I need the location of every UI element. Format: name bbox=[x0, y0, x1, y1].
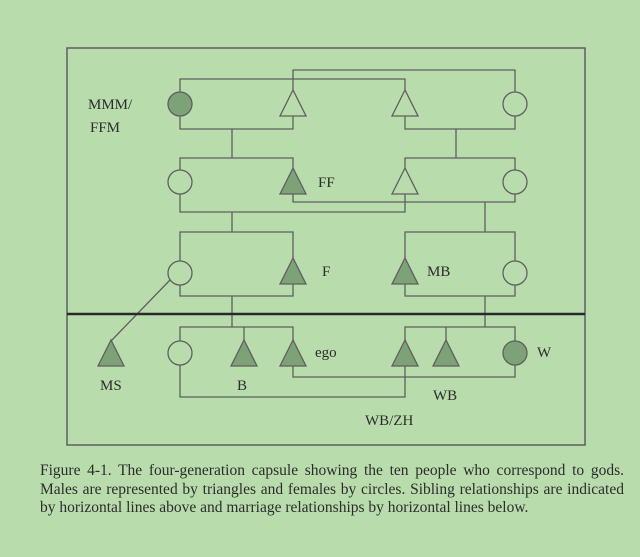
g3-sibling-line bbox=[179, 231, 294, 261]
figure-caption: Figure 4-1. The four-generation capsule … bbox=[40, 462, 624, 516]
kinship-lines bbox=[110, 69, 516, 398]
label-ffm: FFM bbox=[90, 120, 120, 136]
label-ms: MS bbox=[100, 378, 122, 394]
g3-marriage-line bbox=[179, 282, 294, 297]
circle-mmm-ffm bbox=[167, 91, 193, 117]
circle-g3-left bbox=[167, 260, 193, 286]
circle-g1-right bbox=[502, 91, 528, 117]
triangle-ff bbox=[278, 166, 308, 195]
triangle-mb bbox=[390, 256, 420, 285]
circle-w bbox=[502, 340, 528, 366]
label-b: B bbox=[237, 378, 247, 394]
label-wb: WB bbox=[433, 388, 457, 404]
circle-g2-right bbox=[502, 169, 528, 195]
label-w: W bbox=[537, 345, 552, 361]
triangle-f bbox=[278, 256, 308, 285]
g1-sibling-line-right bbox=[292, 69, 516, 104]
label-ff: FF bbox=[318, 175, 335, 191]
circle-g2-left bbox=[167, 169, 193, 195]
label-wb-zh: WB/ZH bbox=[365, 413, 413, 429]
triangle-wb-zh bbox=[390, 338, 420, 367]
g4-marriage-line-zh bbox=[179, 365, 406, 398]
diagram-frame bbox=[66, 47, 586, 446]
triangle-b bbox=[229, 338, 259, 367]
g3-marriage-line-right bbox=[404, 282, 516, 297]
g1-marriage-line-right bbox=[404, 116, 516, 130]
triangle-g1-b bbox=[390, 88, 420, 117]
g3-sibling-line-right bbox=[404, 231, 516, 261]
g4-sibling-line bbox=[179, 326, 294, 344]
g2-marriage-line bbox=[179, 194, 406, 213]
g2-marriage-line-right bbox=[292, 194, 516, 203]
label-f: F bbox=[322, 264, 330, 280]
g4-marriage-line-ego bbox=[292, 365, 516, 378]
circle-g4-left bbox=[167, 340, 193, 366]
triangle-g1-a bbox=[278, 88, 308, 117]
ms-link-line bbox=[110, 279, 171, 342]
label-mmm: MMM/ bbox=[88, 97, 133, 113]
g2-sibling-line bbox=[179, 157, 294, 172]
triangle-ego bbox=[278, 338, 308, 367]
label-mb: MB bbox=[427, 264, 450, 280]
g2-sibling-line-right bbox=[404, 157, 516, 172]
g4-sibling-line-right bbox=[404, 326, 516, 344]
label-ego: ego bbox=[315, 345, 337, 361]
g1-marriage-line bbox=[179, 116, 294, 130]
triangle-ms bbox=[96, 338, 126, 367]
triangle-wb bbox=[431, 338, 461, 367]
circle-g3-right bbox=[502, 260, 528, 286]
triangle-g2-open bbox=[390, 166, 420, 195]
